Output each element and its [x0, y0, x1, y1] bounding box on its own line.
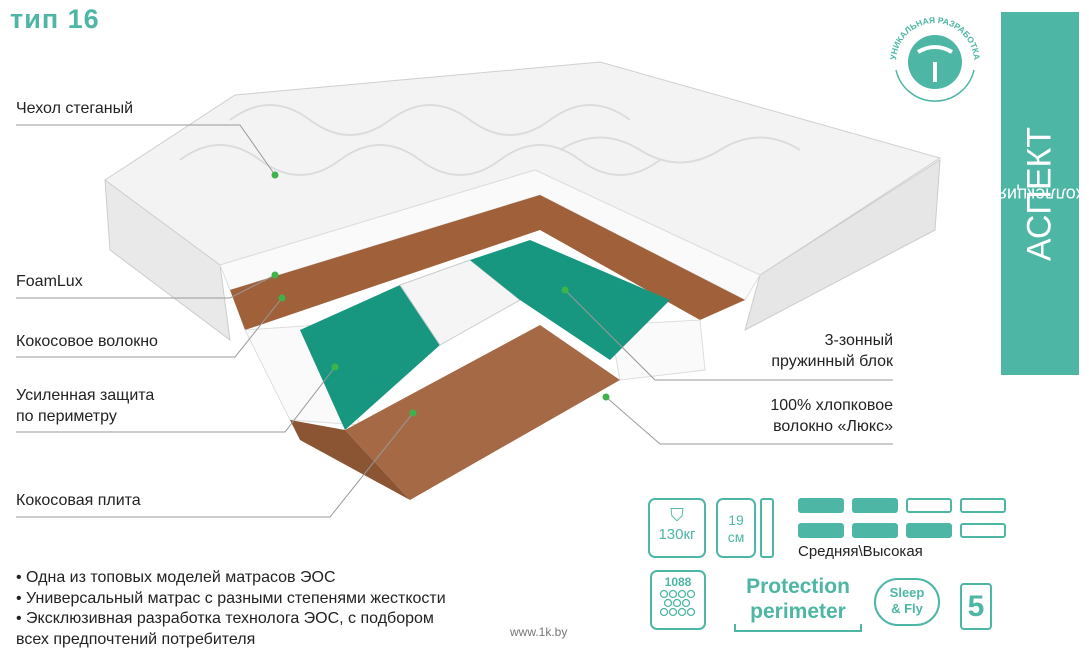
- height-icon: 19 см: [716, 498, 756, 558]
- height-value: 19: [728, 512, 744, 528]
- firmness-scale: [798, 498, 1008, 538]
- coconut-plate-edge: [290, 420, 410, 500]
- max-load-icon: ⛉ 130кг: [648, 498, 706, 558]
- kettlebell-icon: ⛉: [670, 505, 684, 525]
- ruler-icon: [760, 498, 774, 558]
- firmness-segment: [906, 498, 952, 513]
- leader-dots: [271, 171, 610, 417]
- springs-glyph-icon: [659, 589, 696, 617]
- label-spring-block: 3-зонный пружинный блок: [771, 330, 893, 372]
- firmness-segment: [960, 498, 1006, 513]
- model-title: тип 16: [10, 4, 100, 34]
- sleep-and-fly-logo: Sleep & Fly: [874, 578, 940, 626]
- label-line: по периметру: [16, 408, 117, 425]
- label-line: 100% хлопковое: [770, 397, 893, 414]
- logo-line: & Fly: [891, 601, 923, 616]
- firmness-label: Средняя\Высокая: [798, 543, 923, 560]
- feature-item: всех предпочтений потребителя: [16, 630, 256, 648]
- firmness-segment: [798, 523, 844, 538]
- spring-block-left: [300, 285, 440, 430]
- firmness-segment: [906, 523, 952, 538]
- logo-line: Sleep: [889, 585, 925, 600]
- label-coconut-plate: Кокосовая плита: [16, 492, 141, 509]
- label-coconut-fiber: Кокосовое волокно: [16, 333, 158, 350]
- firmness-segment: [960, 523, 1006, 538]
- feature-item: • Эксклюзивная разработка технолога ЭОС,…: [16, 610, 434, 627]
- spring-block-right: [470, 240, 670, 360]
- max-load-value: 130кг: [658, 526, 696, 543]
- coconut-fiber-layer: [230, 195, 745, 330]
- label-line: волокно «Люкс»: [773, 418, 893, 435]
- coconut-plate: [345, 325, 620, 500]
- label-cotton-fiber: 100% хлопковое волокно «Люкс»: [770, 395, 893, 437]
- feature-item: • Универсальный матрас с разными степеня…: [16, 589, 446, 607]
- logo-line: perimeter: [750, 600, 846, 623]
- protection-perimeter-logo: Protection perimeter: [728, 574, 868, 632]
- height-unit: см: [727, 529, 745, 545]
- label-quilted-cover: Чехол стеганый: [16, 100, 134, 117]
- firmness-segment: [852, 498, 898, 513]
- leader-lines: [16, 124, 893, 518]
- unique-development-badge: УНИКАЛЬНАЯ РАЗРАБОТКА: [888, 15, 982, 102]
- firmness-segment: [798, 498, 844, 513]
- firmness-segment: [852, 523, 898, 538]
- trapezoid-icon: [734, 624, 862, 632]
- spring-count-value: 1088: [664, 575, 692, 589]
- logo-line: Protection: [746, 575, 850, 598]
- label-foamlux: FoamLux: [16, 273, 83, 290]
- mattress-side-right: [744, 159, 941, 331]
- collection-prefix: коллекция: [996, 184, 1084, 204]
- feature-item: • Одна из топовых моделей матрасов ЭОС: [16, 569, 336, 586]
- quilt-pattern: [179, 104, 801, 176]
- label-line: 3-зонный: [824, 332, 893, 349]
- label-line: пружинный блок: [771, 353, 893, 370]
- watermark: www.1k.by: [510, 625, 568, 639]
- spring-count-icon: 1088: [650, 570, 706, 630]
- label-perimeter-protection: Усиленная защита по периметру: [16, 385, 154, 427]
- collection-band: коллекция АСПЕКТ: [997, 12, 1083, 375]
- feature-list: • Одна из топовых моделей матрасов ЭОС •…: [16, 568, 446, 650]
- zones-icon: 5: [960, 583, 992, 630]
- label-line: Усиленная защита: [16, 387, 155, 404]
